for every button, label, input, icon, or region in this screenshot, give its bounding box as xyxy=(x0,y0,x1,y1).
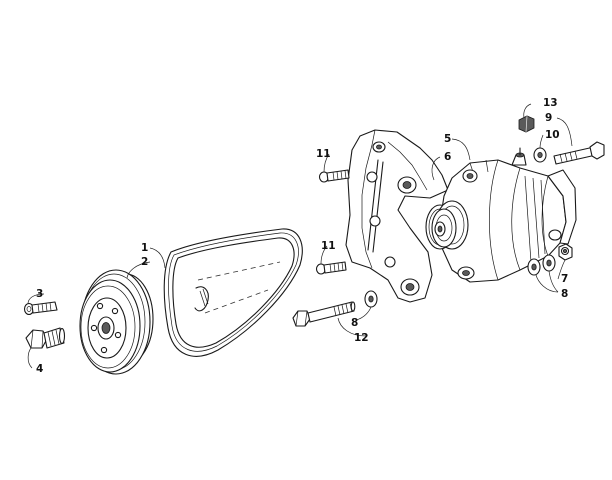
callout-labels: 1 2 3 4 5 6 7 8 8 9 10 11 11 12 13 xyxy=(36,97,568,375)
callout-13: 13 xyxy=(543,97,558,109)
part-bolt-9 xyxy=(553,141,605,165)
callout-8-right: 8 xyxy=(561,288,568,300)
callout-3: 3 xyxy=(36,288,43,300)
callout-8-left: 8 xyxy=(351,317,358,329)
part-bolt-11-upper xyxy=(318,169,350,183)
part-washers-8-right xyxy=(527,254,556,276)
callout-1: 1 xyxy=(141,242,148,254)
part-nut-13 xyxy=(518,115,535,133)
callout-11-upper: 11 xyxy=(316,148,331,160)
part-washer-10 xyxy=(533,147,547,163)
part-small-bolt xyxy=(23,301,58,316)
part-long-bolt-12 xyxy=(292,301,356,327)
callout-9: 9 xyxy=(545,112,552,124)
callout-10: 10 xyxy=(545,129,560,141)
callout-2: 2 xyxy=(141,256,148,268)
leader-lines xyxy=(27,103,573,369)
part-washer-8-left xyxy=(364,290,378,308)
callout-11-lower: 11 xyxy=(321,240,336,252)
callout-6: 6 xyxy=(444,151,451,163)
part-hex-bolt-large xyxy=(25,327,66,349)
part-crank-pulley xyxy=(79,269,154,375)
part-mounting-bracket xyxy=(345,129,449,303)
part-nut-7 xyxy=(558,243,573,261)
callout-7: 7 xyxy=(561,273,568,285)
callout-4: 4 xyxy=(36,363,43,375)
part-alternator xyxy=(425,147,577,283)
callout-12: 12 xyxy=(354,332,369,344)
part-drive-belt xyxy=(163,228,303,357)
callout-5: 5 xyxy=(444,133,451,145)
